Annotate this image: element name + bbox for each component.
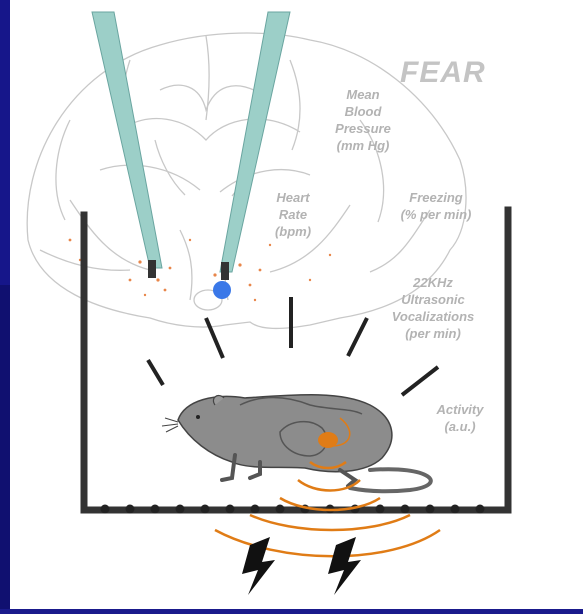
svg-text:Ultrasonic: Ultrasonic [401, 292, 465, 307]
heart-rate-label: Heart Rate (bpm) [275, 190, 311, 239]
shock-symbols [242, 537, 361, 595]
lesion-site [213, 281, 231, 299]
svg-text:Pressure: Pressure [335, 121, 391, 136]
svg-text:Activity: Activity [436, 402, 485, 417]
svg-text:Freezing: Freezing [409, 190, 463, 205]
svg-text:Heart: Heart [276, 190, 310, 205]
blood-pressure-label: Mean Blood Pressure (mm Hg) [335, 87, 391, 153]
rat-heart [318, 432, 338, 448]
right-lightning-icon [328, 537, 361, 595]
rat [162, 395, 431, 492]
rat-body [178, 395, 392, 472]
svg-text:Mean: Mean [346, 87, 379, 102]
svg-text:Vocalizations: Vocalizations [392, 309, 475, 324]
svg-text:(a.u.): (a.u.) [444, 419, 475, 434]
left-probe-tip [148, 260, 156, 278]
svg-text:(mm Hg): (mm Hg) [337, 138, 390, 153]
svg-text:(bpm): (bpm) [275, 224, 311, 239]
diagram-canvas: FEAR Mean Blood Pressure (mm Hg) Heart R… [10, 0, 583, 609]
svg-text:(% per min): (% per min) [401, 207, 472, 222]
slide-left-band [0, 285, 10, 609]
left-probe [92, 12, 162, 268]
svg-text:Rate: Rate [279, 207, 307, 222]
right-probe-tip [221, 262, 229, 280]
rat-tail [350, 469, 431, 491]
activity-label: Activity (a.u.) [436, 402, 485, 434]
svg-text:Blood: Blood [345, 104, 383, 119]
fear-diagram: FEAR Mean Blood Pressure (mm Hg) Heart R… [10, 0, 583, 609]
vocalizations-label: 22KHz Ultrasonic Vocalizations (per min) [392, 275, 475, 341]
svg-text:(per min): (per min) [405, 326, 461, 341]
diagram-title: FEAR [400, 56, 486, 89]
left-lightning-icon [242, 537, 275, 595]
svg-text:22KHz: 22KHz [412, 275, 453, 290]
freezing-label: Freezing (% per min) [401, 190, 472, 222]
